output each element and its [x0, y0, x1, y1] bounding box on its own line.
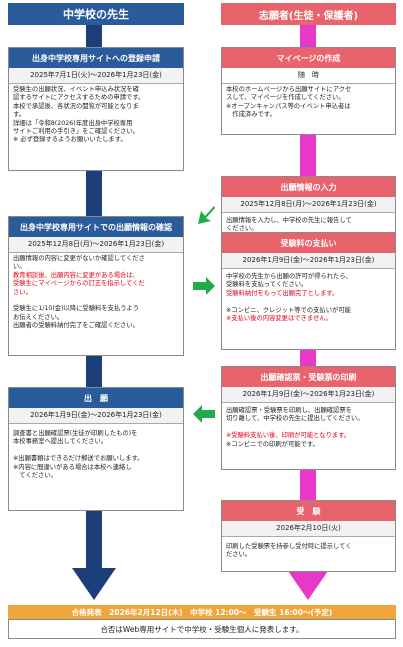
step-body: 本校のホームページから出願サイトにアクセ スして、マイページを作成してください。…	[222, 84, 395, 122]
green-arrow-right	[193, 277, 215, 295]
teacher-step-application: 出 願 2026年1月9日(金)～2026年1月23日(金) 調査書と出願確認票…	[8, 387, 184, 511]
body-line: ください。	[226, 225, 258, 233]
right-arrow-head	[286, 568, 330, 600]
result-announcement-title: 合格発表 2026年2月12日(木) 中学校 12:00～ 受験生 16:00～…	[8, 605, 396, 619]
step-title: 出 願	[9, 388, 183, 408]
body-line: 本校のホームページから出願サイトにアクセ	[226, 86, 352, 93]
body-line: ※オープンキャンパス等のイベント申込者は	[226, 102, 351, 110]
green-arrow-left	[193, 405, 215, 423]
teacher-step-registration: 出身中学校専用サイトへの登録申請 2025年7月1日(火)～2026年1月23日…	[8, 47, 184, 171]
body-line: お伝えください。	[13, 313, 64, 321]
result-announcement-body: 合否はWeb専用サイトで中学校・受験生個人に発表します。	[8, 619, 396, 639]
body-line: サイトご利用の手引き」をご確認ください。	[13, 128, 139, 136]
step-body: 印刷した受験票を持参し受付時に提示してく ださい。	[222, 537, 395, 562]
body-line: てください。	[13, 472, 57, 480]
step-date: 随 時	[222, 68, 395, 84]
left-arrow-head	[72, 568, 116, 600]
body-line-warning: 教育相談後、出願内容に変更がある場合は、	[13, 271, 139, 279]
step-title: 出身中学校専用サイトでの出願情報の確認	[9, 217, 183, 237]
body-line: す。	[13, 111, 25, 119]
body-line: 調査書と出願確認票(生徒が印刷したもの)を	[13, 430, 138, 437]
body-line	[226, 424, 391, 432]
body-line: 認するサイトにアクセスするための申請です。	[13, 94, 145, 102]
step-title: 受 験	[222, 501, 395, 521]
body-line: ※ 必ず登録するようお願いいたします。	[13, 136, 127, 144]
body-line	[13, 447, 179, 455]
step-date: 2026年2月10日(火)	[222, 521, 395, 537]
step-body: 出願情報の内容に変更がないか確認してくださ い。 教育相談後、出願内容に変更があ…	[9, 253, 183, 333]
body-line: 本校で承認後、各状況の閲覧が可能となりま	[13, 102, 139, 110]
body-line-warning: ※受験料支払い後、印刷が可能となります。	[226, 432, 351, 440]
step-title: 出願確認票・受験票の印刷	[222, 367, 395, 387]
applicant-step-mypage: マイページの作成 随 時 本校のホームページから出願サイトにアクセ スして、マイ…	[221, 47, 396, 135]
body-line: 切り離して、中学校の先生に提出してください。	[226, 415, 364, 423]
body-line: 詳細は「令和8(2026)年度出身中学校専用	[13, 119, 133, 127]
step-body: 出願情報を入力し、中学校の先生に報告して ください。	[222, 213, 395, 236]
body-line: い。	[13, 263, 26, 271]
step-title: 受験料の支払い	[222, 233, 395, 253]
body-line-warning: 受験料納付をもって出願完了とします。	[226, 289, 339, 297]
body-line: 本校事務室へ提出してください。	[13, 438, 108, 446]
applicant-step-exam: 受 験 2026年2月10日(火) 印刷した受験票を持参し受付時に提示してく だ…	[221, 500, 396, 572]
body-line: ださい。	[226, 551, 252, 559]
body-line: ※出願書類はできるだけ郵送でお願いします。	[13, 455, 144, 463]
body-line-warning: ※支払い後の内容変更はできません。	[226, 315, 332, 323]
body-line-warning: 受験生にマイページからの訂正を指示してくだ	[13, 280, 145, 288]
body-line: ※コンビニでの印刷が可能です。	[226, 440, 319, 448]
step-date: 2025年12月8日(月)～2026年1月23日(金)	[9, 237, 183, 253]
applicant-step-input: 出願情報の入力 2025年12月8日(月)～2026年1月23日(金) 出願情報…	[221, 176, 396, 238]
body-line: ※内容に間違いがある場合は本校へ連絡し	[13, 463, 132, 471]
applicant-step-payment: 受験料の支払い 2026年1月9日(金)～2026年1月23日(金) 中学校の先…	[221, 232, 396, 350]
body-line: 中学校の先生から出願の許可が得られたら、	[226, 273, 352, 280]
applicant-header: 志願者(生徒・保護者)	[221, 3, 396, 25]
step-title: マイページの作成	[222, 48, 395, 68]
body-line	[226, 298, 391, 306]
body-line: 受験生の出願状況、イベント申込み状況を確	[13, 86, 139, 93]
body-line-warning: さい。	[13, 288, 32, 296]
step-date: 2026年1月9日(金)～2026年1月23日(金)	[222, 253, 395, 269]
step-body: 調査書と出願確認票(生徒が印刷したもの)を 本校事務室へ提出してください。 ※出…	[9, 424, 183, 482]
body-line: スして、マイページを作成してください。	[226, 94, 345, 102]
step-title: 出願情報の入力	[222, 177, 395, 197]
teacher-step-confirm: 出身中学校専用サイトでの出願情報の確認 2025年12月8日(月)～2026年1…	[8, 216, 184, 356]
body-line: 受験料を支払ってください。	[226, 281, 308, 289]
body-line: 出願情報を入力し、中学校の先生に報告して	[226, 217, 352, 224]
body-line: 作成済みです。	[226, 111, 276, 119]
step-body: 出願確認票・受験票を印刷し、出願確認票を 切り離して、中学校の先生に提出してくだ…	[222, 403, 395, 451]
body-line: 受験生に1/10(金)以降に受験料を支払うよう	[13, 305, 140, 313]
body-line: ※コンビニ、クレジット等での支払いが可能	[226, 306, 351, 314]
step-date: 2026年1月9日(金)～2026年1月23日(金)	[9, 408, 183, 424]
teacher-header: 中学校の先生	[8, 3, 184, 25]
step-date: 2025年12月8日(月)～2026年1月23日(金)	[222, 197, 395, 213]
applicant-step-print: 出願確認票・受験票の印刷 2026年1月9日(金)～2026年1月23日(金) …	[221, 366, 396, 470]
step-title: 出身中学校専用サイトへの登録申請	[9, 48, 183, 68]
green-arrow-diag	[198, 206, 215, 224]
step-date: 2026年1月9日(金)～2026年1月23日(金)	[222, 387, 395, 403]
body-line: 印刷した受験票を持参し受付時に提示してく	[226, 543, 352, 550]
body-line: 出願情報の内容に変更がないか確認してくださ	[13, 255, 145, 262]
step-date: 2025年7月1日(火)～2026年1月23日(金)	[9, 68, 183, 84]
body-line: 出願確認票・受験票を印刷し、出願確認票を	[226, 407, 352, 414]
step-body: 中学校の先生から出願の許可が得られたら、 受験料を支払ってください。 受験料納付…	[222, 269, 395, 325]
step-body: 受験生の出願状況、イベント申込み状況を確 認するサイトにアクセスするための申請で…	[9, 84, 183, 147]
body-line: 出願者の受験料納付完了をご確認ください。	[13, 322, 139, 330]
